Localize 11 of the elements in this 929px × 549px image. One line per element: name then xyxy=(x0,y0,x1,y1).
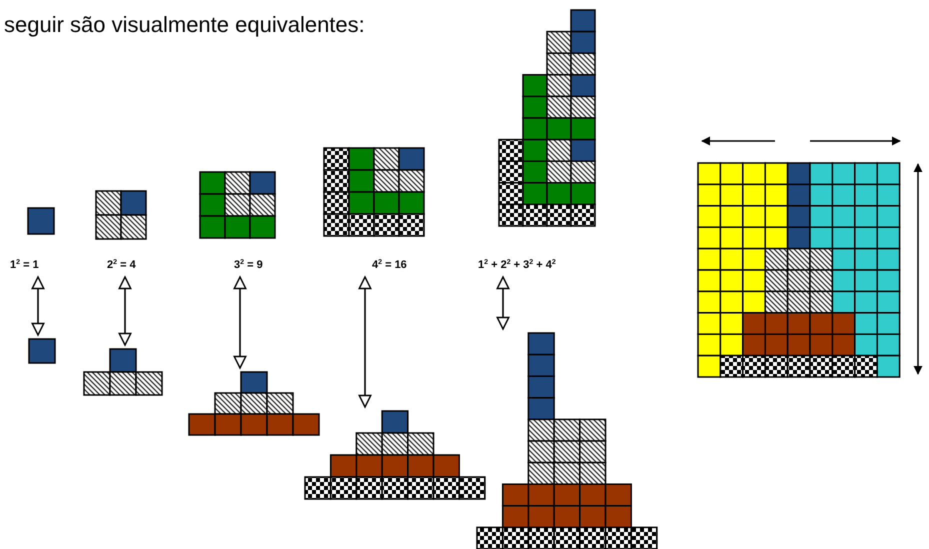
double-arrow xyxy=(32,276,44,336)
double-arrow xyxy=(358,276,372,408)
double-arrow xyxy=(118,276,132,346)
formula-label: 1$^{2}$ + 2$^{2}$ + 3$^{2}$ + 4$^{2}$ xyxy=(478,258,556,272)
double-arrow xyxy=(496,276,510,330)
heading-text: seguir são visualmente equivalentes: xyxy=(4,12,365,38)
formula-label: 2$^{2}$ = 4 xyxy=(107,258,136,272)
formula-label: 4$^{2}$ = 16 xyxy=(372,258,407,272)
double-arrow xyxy=(234,276,246,369)
formula-label: 3$^{2}$ = 9 xyxy=(234,258,263,272)
formula-label: 1$^{2}$ = 1 xyxy=(10,258,39,272)
